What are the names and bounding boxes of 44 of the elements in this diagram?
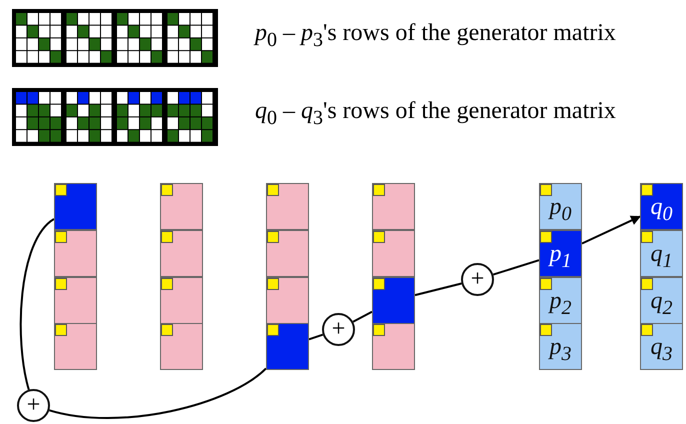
matrix-row-cell	[266, 277, 309, 324]
row-cell	[640, 230, 683, 277]
row-cell	[640, 183, 683, 230]
row-label: p$_{1}$	[547, 240, 572, 274]
matrix-row-cell	[372, 230, 415, 277]
row-label: q$_{1}$	[650, 240, 674, 274]
matrix-row-cell	[54, 230, 97, 277]
xor-circle: +	[17, 389, 50, 422]
connector-line	[492, 259, 540, 276]
row-cell	[539, 230, 582, 277]
connector-line	[414, 282, 462, 296]
matrix-label: p$_{0}$ – p$_{3}$'s rows of the generator matrix	[255, 20, 616, 52]
xor-circle: +	[461, 263, 494, 296]
matrix-row-cell	[372, 277, 415, 324]
row-label: p$_{3}$	[547, 333, 572, 367]
row-cell	[640, 277, 683, 324]
matrix-row-cell	[54, 183, 97, 230]
matrix-row-cell	[266, 183, 309, 230]
connector-line	[308, 334, 324, 340]
matrix-row-cell	[372, 183, 415, 230]
matrix-row-cell	[372, 323, 415, 370]
row-cell	[539, 183, 582, 230]
xor-circle: +	[322, 313, 355, 346]
matrix-row-cell	[160, 183, 203, 230]
row-label: q$_{0}$	[650, 193, 674, 227]
matrix-row-cell	[160, 277, 203, 324]
connector-line	[49, 368, 267, 420]
row-cell	[539, 323, 582, 370]
matrix-label: q$_{0}$ – q$_{3}$'s rows of the generator matrix	[255, 98, 616, 130]
row-cell	[539, 277, 582, 324]
matrix-row-cell	[54, 323, 97, 370]
matrix-row-cell	[266, 323, 309, 370]
matrix-row-cell	[160, 323, 203, 370]
connector-line	[20, 218, 55, 390]
matrix-row-cell	[54, 277, 97, 324]
row-label: p$_{2}$	[547, 287, 572, 321]
row-label: q$_{3}$	[650, 333, 674, 367]
arrow	[582, 216, 641, 244]
row-label: q$_{2}$	[650, 287, 674, 321]
row-cell	[640, 323, 683, 370]
row-label: p$_{0}$	[547, 193, 572, 227]
matrix-row-cell	[266, 230, 309, 277]
matrix-row-cell	[160, 230, 203, 277]
connector-line	[352, 310, 372, 323]
